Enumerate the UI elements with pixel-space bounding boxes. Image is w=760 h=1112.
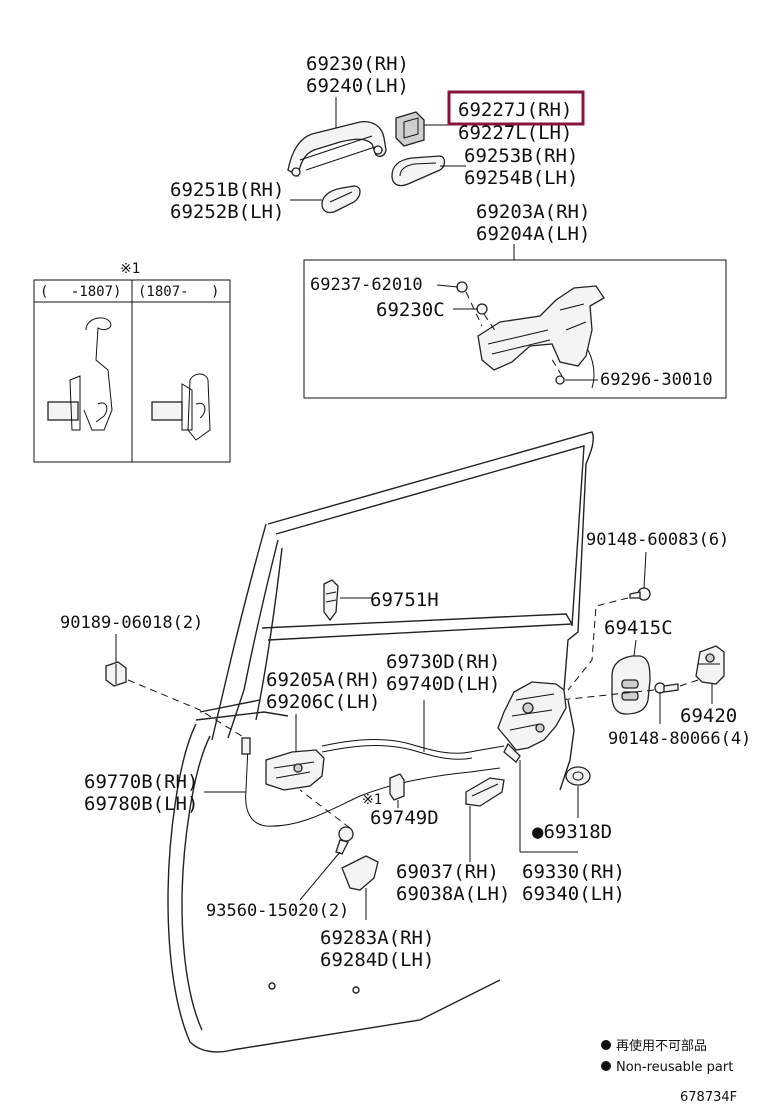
- dash-screw-a: [465, 291, 483, 327]
- protector-drawing: [323, 579, 339, 622]
- label-lock-lh: 69340(LH): [522, 883, 625, 905]
- cover-283-drawing: [341, 855, 379, 891]
- outside-handle-drawing: [287, 120, 387, 178]
- frame-assy-box: [303, 259, 727, 399]
- label-inset-right: (1807- ): [138, 284, 219, 300]
- striker-plate-drawing: [611, 655, 651, 715]
- bolt-striker-drawing: [654, 682, 679, 694]
- clip-749-drawing: [389, 773, 405, 801]
- label-pad-right-rh: 69253B(RH): [464, 145, 578, 167]
- label-screw-b: 69296-30010: [600, 370, 713, 390]
- dash-clip-c: [483, 313, 497, 333]
- striker-drawing: [695, 645, 725, 685]
- lock-cable-2: [321, 745, 473, 760]
- label-bolt-935: 93560-15020(2): [206, 901, 349, 921]
- leader-bolt-top: [643, 551, 647, 589]
- bolt-935-drawing: [335, 826, 354, 855]
- door-outline: [167, 431, 595, 1053]
- label-lock-cable-rh: 69730D(RH): [386, 651, 500, 673]
- label-cover-283-lh: 69284D(LH): [320, 949, 434, 971]
- frame-assy-drawing: [456, 281, 605, 389]
- label-pad-left-rh: 69251B(RH): [170, 179, 284, 201]
- label-seal: ●69318D: [532, 821, 612, 843]
- label-control-link-lh: 69780B(LH): [84, 793, 198, 815]
- ref-code: 678734F: [680, 1090, 737, 1105]
- label-handle-cover-lh: 69227L(LH): [458, 122, 572, 144]
- dash-striker-b: [559, 689, 655, 701]
- label-frame-lh: 69204A(LH): [476, 223, 590, 245]
- bolt-top-drawing: [629, 587, 651, 601]
- label-frame-rh: 69203A(RH): [476, 201, 590, 223]
- label-bracket-rh: 69037(RH): [396, 861, 499, 883]
- label-mark-749: ※1: [362, 792, 382, 808]
- legend-dot-jp: [601, 1040, 611, 1050]
- label-remote-rh: 69205A(RH): [266, 669, 380, 691]
- label-remote-lh: 69206C(LH): [266, 691, 380, 713]
- remote-assy-drawing: [265, 749, 325, 791]
- legend-dot-en: [601, 1061, 611, 1071]
- seal-drawing: [565, 766, 591, 786]
- label-cover-283-rh: 69283A(RH): [320, 927, 434, 949]
- handle-cover-drawing: [395, 111, 425, 147]
- legend-jp: 再使用不可部品: [616, 1038, 707, 1054]
- label-lock-rh: 69330(RH): [522, 861, 625, 883]
- leader-screw-a: [436, 284, 459, 288]
- dash-bolt-top: [567, 597, 629, 691]
- label-bolt-striker: 90148-80066(4): [608, 729, 751, 749]
- highlight-box: [447, 90, 585, 126]
- label-clip-c: 69230C: [376, 299, 445, 321]
- nut-drawing: [105, 661, 127, 687]
- label-screw-a: 69237-62010: [310, 275, 423, 295]
- dash-striker-a: [679, 679, 699, 687]
- control-link-end: [241, 737, 251, 755]
- label-striker-plate: 69415C: [604, 617, 673, 639]
- inset-left-clip: [47, 317, 113, 431]
- label-bracket-lh: 69038A(LH): [396, 883, 510, 905]
- label-outside-handle-rh: 69230(RH): [306, 53, 409, 75]
- lock-assy-drawing: [497, 681, 567, 763]
- dash-bolt-935: [299, 789, 351, 829]
- label-bolt-top: 90148-60083(6): [586, 530, 729, 550]
- label-pad-right-lh: 69254B(LH): [464, 167, 578, 189]
- label-lock-cable-lh: 69740D(LH): [386, 673, 500, 695]
- leader-striker-plate: [633, 639, 637, 657]
- label-control-link-rh: 69770B(RH): [84, 771, 198, 793]
- label-nut: 90189-06018(2): [60, 613, 203, 633]
- bracket-drawing: [465, 777, 505, 807]
- label-outside-handle-lh: 69240(LH): [306, 75, 409, 97]
- dash-nut: [127, 679, 249, 741]
- label-protector: 69751H: [370, 589, 439, 611]
- legend-en: Non-reusable part: [616, 1060, 733, 1075]
- label-handle-cover-rh: 69227J(RH): [458, 99, 572, 121]
- control-link-rod: [245, 745, 501, 827]
- label-striker: 69420: [680, 705, 737, 727]
- dash-screw-b: [549, 355, 563, 377]
- label-pad-left-lh: 69252B(LH): [170, 201, 284, 223]
- label-clip-749: 69749D: [370, 807, 439, 829]
- lock-cable: [321, 739, 505, 754]
- inset-right-clip: [151, 373, 211, 441]
- label-inset-left: ( -1807): [40, 284, 121, 300]
- handle-pad-left-drawing: [321, 185, 361, 214]
- label-inset-mark: ※1: [120, 261, 140, 277]
- leader-bolt-935: [299, 851, 341, 901]
- handle-pad-right-drawing: [391, 155, 446, 187]
